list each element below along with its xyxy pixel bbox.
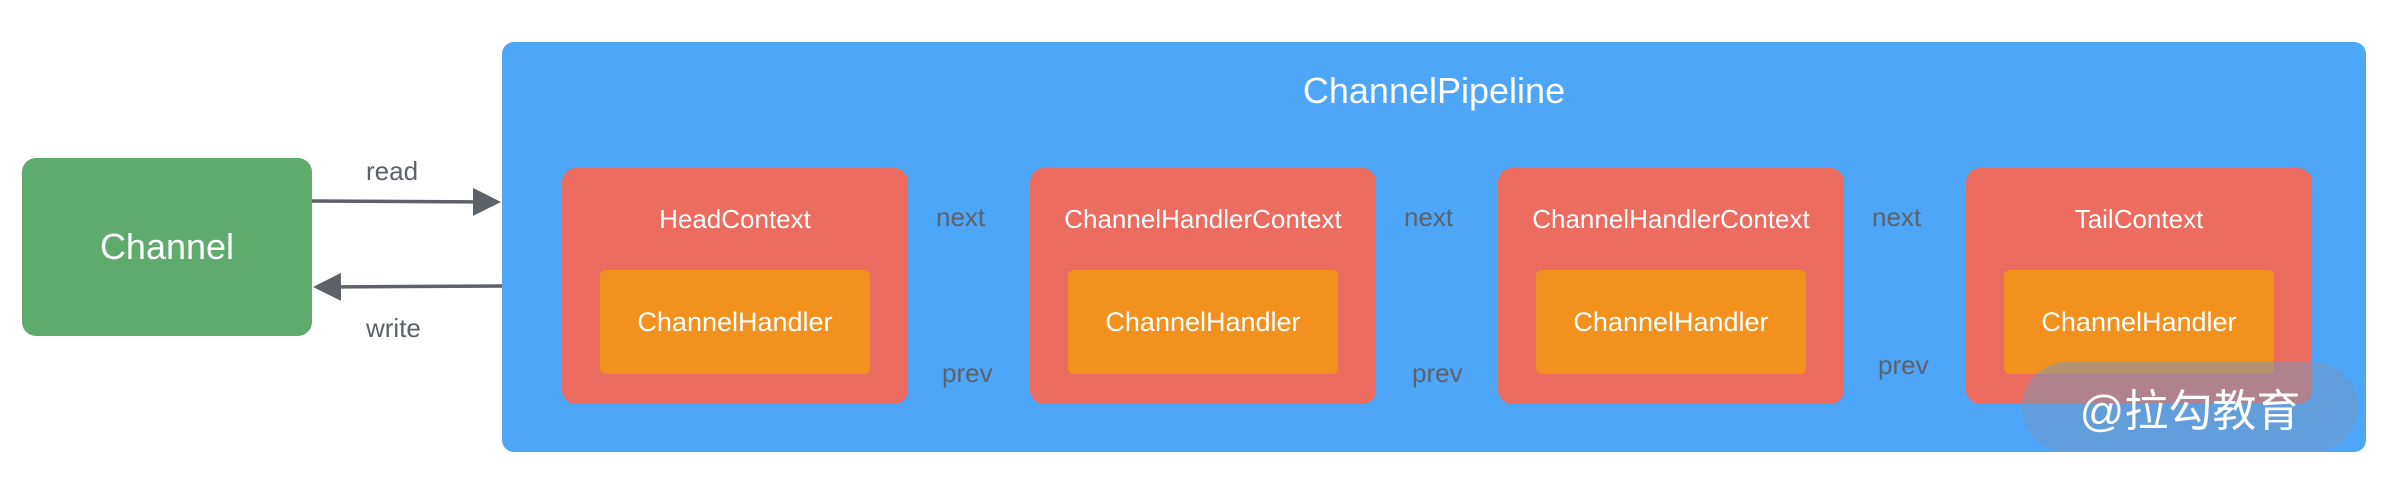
next-label-2: next	[1404, 202, 1454, 232]
context-title: TailContext	[2074, 204, 2204, 234]
context-title: ChannelHandlerContext	[1064, 204, 1342, 234]
head-context-node: HeadContext ChannelHandler	[562, 168, 908, 404]
pipeline-title: ChannelPipeline	[1302, 70, 1566, 111]
handler-context-node-1: ChannelHandlerContext ChannelHandler	[1030, 168, 1376, 404]
next-label-3: next	[1872, 202, 1922, 232]
channel-handler-node: ChannelHandler	[1536, 270, 1806, 374]
channel-node: Channel	[22, 158, 312, 336]
write-arrow	[313, 272, 503, 301]
watermark: @拉勾教育	[2022, 362, 2358, 452]
prev-label-3: prev	[1878, 350, 1929, 380]
prev-label-1: prev	[942, 358, 993, 388]
channel-handler-node: ChannelHandler	[1068, 270, 1338, 374]
write-label: write	[366, 313, 421, 343]
context-title: HeadContext	[659, 204, 811, 234]
read-arrow	[311, 187, 501, 216]
next-label-1: next	[936, 202, 986, 232]
channel-handler-node: ChannelHandler	[600, 270, 870, 374]
context-title: ChannelHandlerContext	[1532, 204, 1810, 234]
prev-label-2: prev	[1412, 358, 1463, 388]
read-label: read	[366, 156, 419, 186]
channel-label: Channel	[99, 226, 235, 267]
channel-handler-node: ChannelHandler	[2004, 270, 2274, 374]
handler-context-node-2: ChannelHandlerContext ChannelHandler	[1498, 168, 1844, 404]
